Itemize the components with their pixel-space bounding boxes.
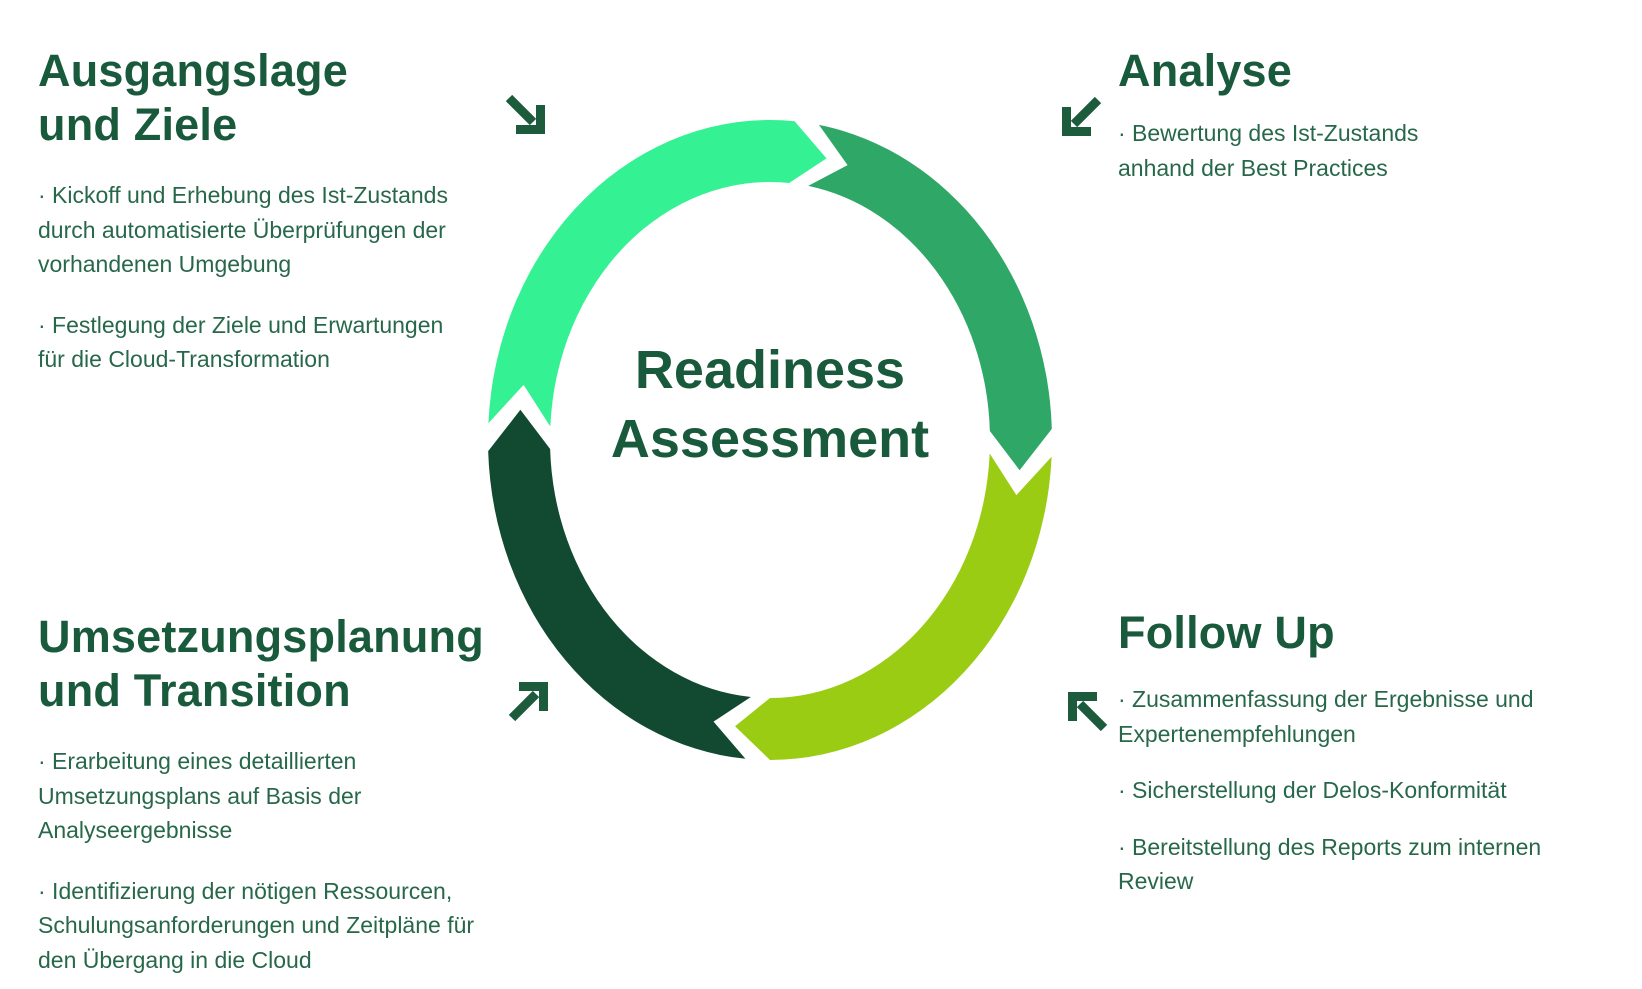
section-title: Follow Up — [1118, 607, 1335, 658]
section-ausgangslage-und-ziele: Ausgangslage und Ziele · Kickoff und Erh… — [38, 44, 558, 377]
section-analyse: Analyse · Bewertung des Ist-Zustands anh… — [1118, 44, 1618, 185]
ring-segment-follow-up — [735, 453, 1052, 760]
ring-segment-umsetzung — [488, 409, 751, 759]
arrow-up-right-icon — [508, 682, 548, 722]
section-follow-up: Follow Up · Zusammenfassung der Ergebnis… — [1118, 606, 1618, 899]
arrow-down-left-icon — [1062, 96, 1102, 136]
arrow-up-left-icon — [1068, 692, 1108, 732]
section-title: Analyse — [1118, 45, 1292, 96]
center-title: Readiness Assessment — [610, 340, 930, 470]
bullet-item: · Erarbeitung eines detaillierten Umsetz… — [38, 748, 362, 843]
bullet-item: · Festlegung der Ziele und Erwartungen f… — [38, 311, 444, 373]
arrow-down-right-icon — [505, 94, 545, 134]
section-title: Umsetzungsplanung und Transition — [38, 611, 484, 716]
bullet-item: · Kickoff und Erhebung des Ist-Zustands … — [38, 182, 448, 277]
section-title: Ausgangslage und Ziele — [38, 45, 348, 150]
section-umsetzungsplanung-und-transition: Umsetzungsplanung und Transition · Erarb… — [38, 610, 578, 977]
bullet-item: · Sicherstellung der Delos-Konformität — [1118, 777, 1507, 803]
ring-segment-analyse — [808, 124, 1052, 471]
bullet-item: · Identifizierung der nötigen Ressourcen… — [38, 877, 475, 973]
bullet-item: · Zusammenfassung der Ergebnisse und Exp… — [1118, 686, 1534, 747]
bullet-item: · Bereitstellung des Reports zum interne… — [1118, 833, 1542, 895]
bullet-item: · Bewertung des Ist-Zustands anhand der … — [1118, 120, 1419, 181]
ring-segment-ausgangslage — [488, 120, 827, 427]
